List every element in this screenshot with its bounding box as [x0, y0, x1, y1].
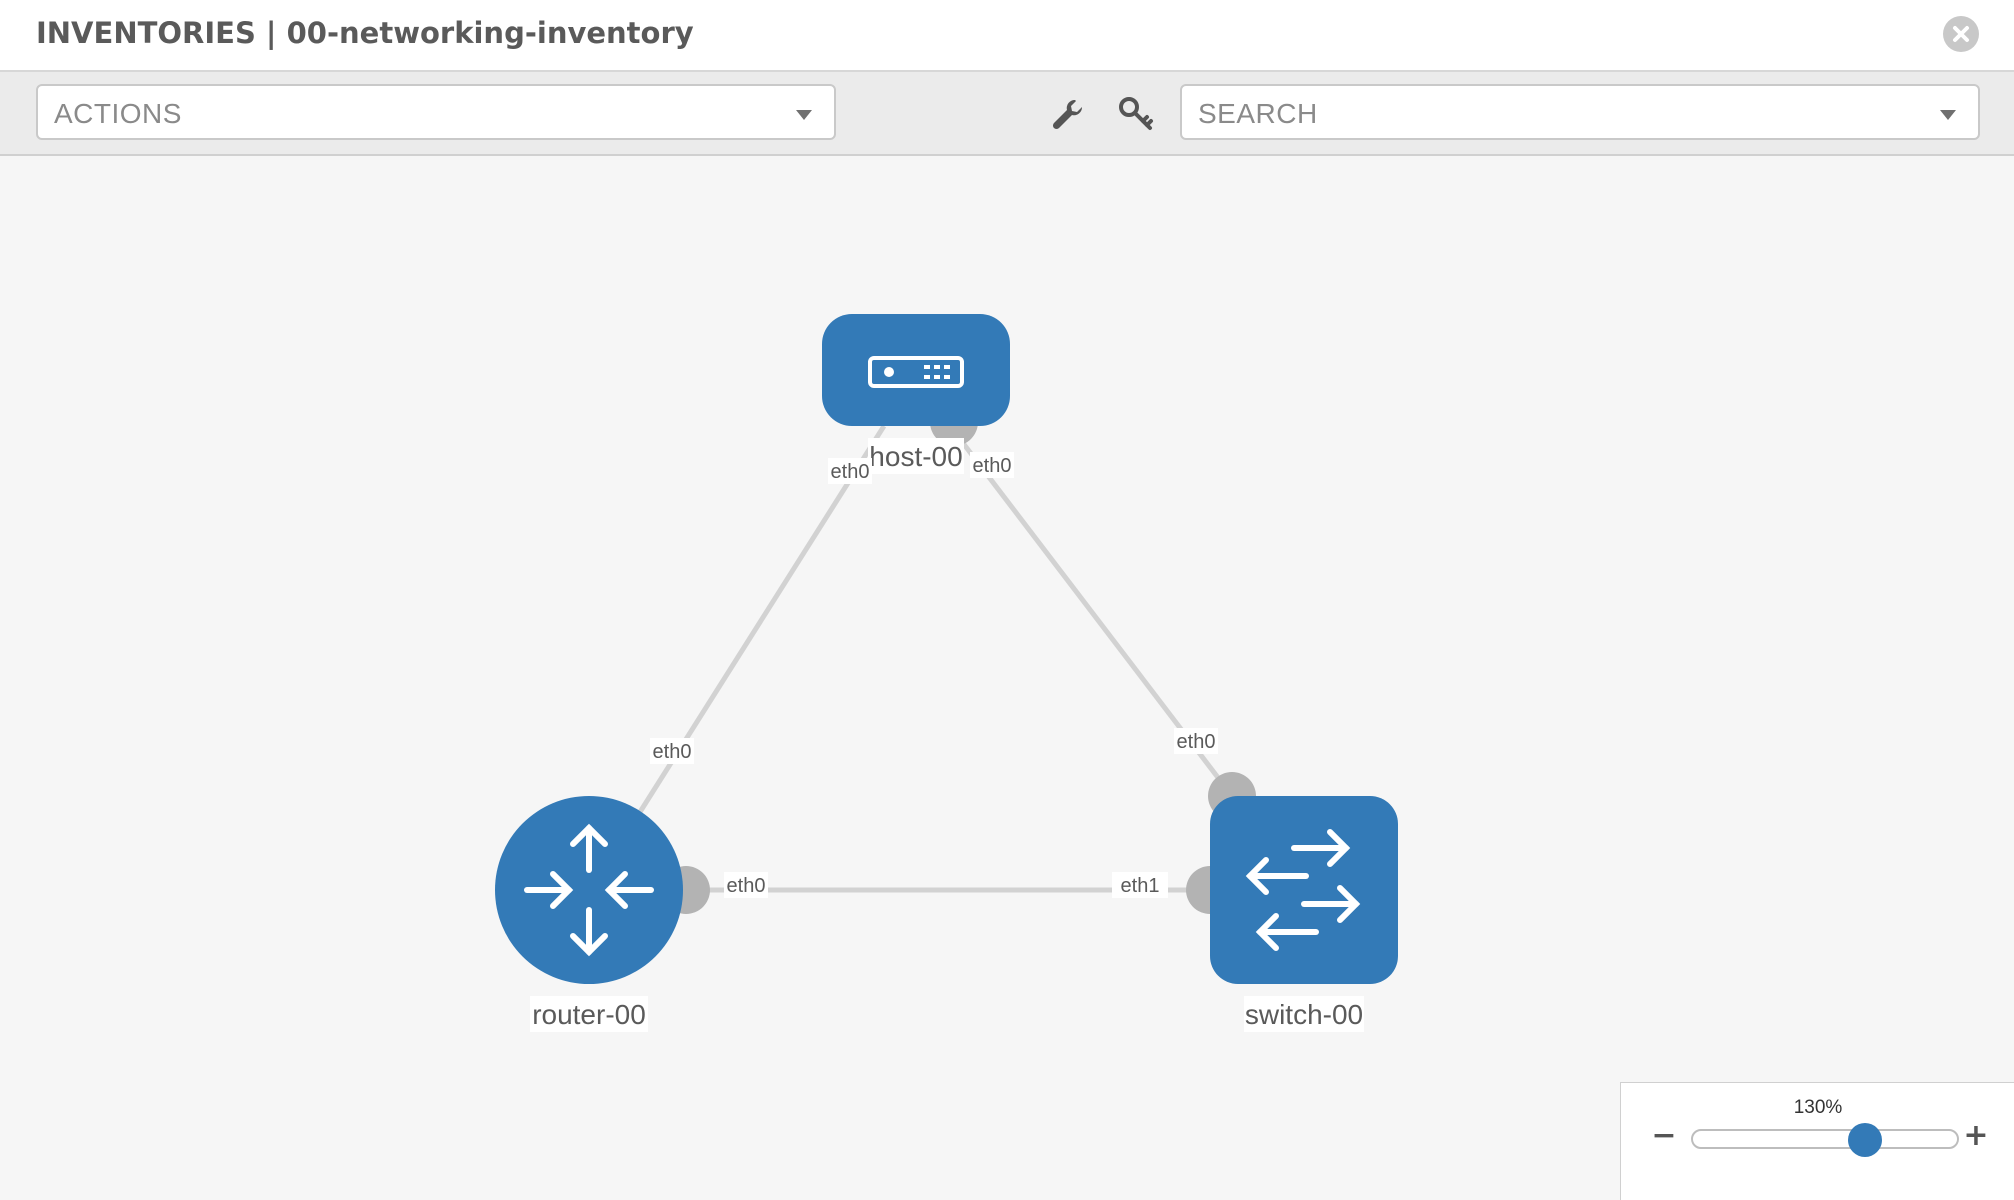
node-label-switch: switch-00 [1245, 999, 1363, 1030]
iface-label-host-to-router: eth0 [831, 461, 870, 483]
switch-arrows-icon [1245, 829, 1361, 951]
node-label-host: host-00 [869, 441, 962, 472]
actions-dropdown[interactable]: ACTIONS [36, 84, 836, 140]
iface-label-router-to-switch: eth0 [727, 875, 766, 897]
close-icon[interactable] [1943, 16, 1979, 52]
title-bar: INVENTORIES | 00-networking-inventory [0, 0, 2014, 72]
zoom-out-icon[interactable]: − [1651, 1118, 1677, 1153]
search-dropdown[interactable]: SEARCH [1180, 84, 1980, 140]
topology-graph[interactable]: host-00 router-00 switch-00 eth0 eth0 et… [0, 156, 2014, 1200]
chevron-down-icon [796, 110, 812, 120]
page-title: INVENTORIES | 00-networking-inventory [36, 16, 694, 50]
node-switch-00[interactable] [1210, 796, 1398, 984]
toolbar: ACTIONS SEARCH [0, 72, 2014, 156]
node-host-00[interactable] [822, 314, 1010, 426]
zoom-control: 130% − + [1620, 1082, 2014, 1200]
topology-canvas[interactable]: host-00 router-00 switch-00 eth0 eth0 et… [0, 156, 2014, 1200]
iface-label-switch-to-host: eth0 [1177, 731, 1216, 753]
search-dropdown-label: SEARCH [1198, 98, 1318, 129]
zoom-percent-label: 130% [1793, 1097, 1843, 1118]
actions-dropdown-label: ACTIONS [54, 98, 182, 129]
zoom-slider-handle[interactable] [1848, 1123, 1883, 1157]
zoom-in-icon[interactable]: + [1963, 1118, 1989, 1153]
chevron-down-icon [1940, 110, 1956, 120]
iface-label-router-to-host: eth0 [653, 741, 692, 763]
key-icon[interactable] [1116, 94, 1156, 134]
zoom-slider-track[interactable] [1691, 1129, 1959, 1149]
iface-label-switch-to-router: eth1 [1121, 875, 1160, 897]
server-icon [868, 356, 964, 388]
iface-label-host-to-switch: eth0 [973, 455, 1012, 477]
router-arrows-icon [524, 823, 654, 957]
node-label-router: router-00 [532, 999, 646, 1030]
node-router-00[interactable] [495, 796, 683, 984]
wrench-icon[interactable] [1048, 94, 1088, 134]
